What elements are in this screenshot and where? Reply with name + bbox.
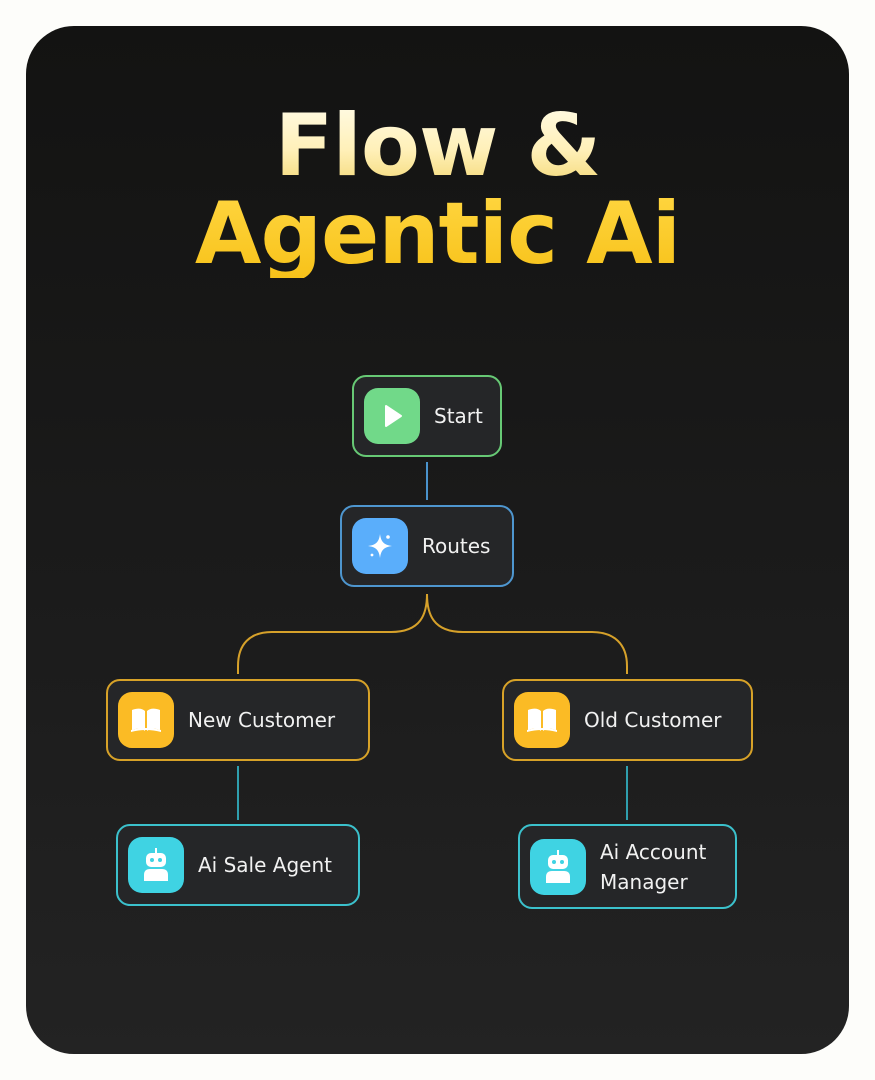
node-label: Ai Sale Agent <box>198 853 332 877</box>
node-routes[interactable]: Routes <box>340 505 514 587</box>
node-label: Old Customer <box>584 708 722 732</box>
node-ai-account-manager[interactable]: Ai Account Manager <box>518 824 737 909</box>
sparkle-icon <box>352 518 408 574</box>
title-line-1: Flow & <box>26 102 849 190</box>
robot-icon <box>128 837 184 893</box>
play-icon <box>364 388 420 444</box>
page-title: Flow & Agentic Ai <box>26 102 849 278</box>
book-icon <box>514 692 570 748</box>
node-new-customer[interactable]: New Customer <box>106 679 370 761</box>
node-label: Routes <box>422 534 491 558</box>
robot-icon <box>530 838 586 895</box>
node-label: Start <box>434 404 483 428</box>
flow-card: Flow & Agentic Ai Start Routes <box>26 26 849 1054</box>
title-line-2: Agentic Ai <box>26 190 849 278</box>
node-label: New Customer <box>188 708 336 732</box>
flow-connectors <box>237 462 628 820</box>
node-start[interactable]: Start <box>352 375 502 457</box>
connector-routes-new-customer <box>237 593 428 674</box>
node-old-customer[interactable]: Old Customer <box>502 679 753 761</box>
book-icon <box>118 692 174 748</box>
node-ai-sale-agent[interactable]: Ai Sale Agent <box>116 824 360 906</box>
node-label: Ai Account Manager <box>600 837 716 897</box>
node-label-line-2: Manager <box>600 869 688 894</box>
node-label-line-1: Ai Account <box>600 839 707 864</box>
connector-routes-old-customer <box>426 593 628 674</box>
